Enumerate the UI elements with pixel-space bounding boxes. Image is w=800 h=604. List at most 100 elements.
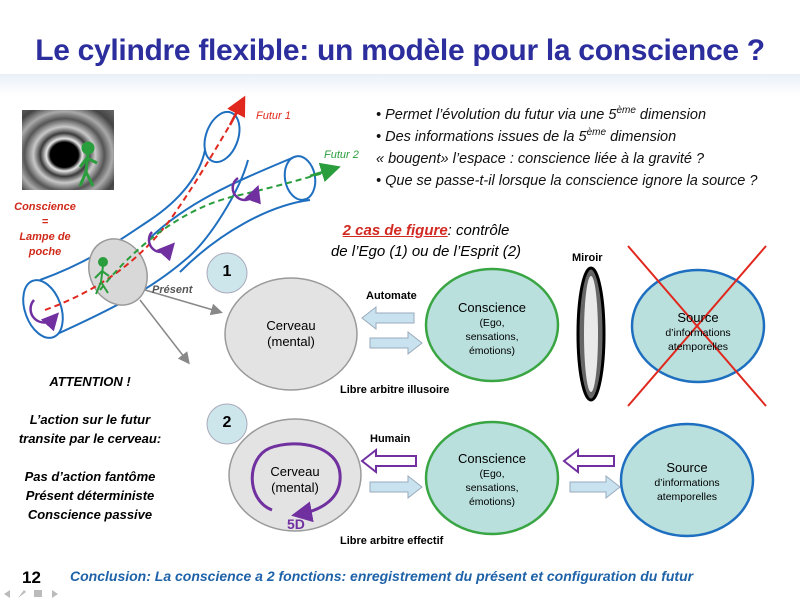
futur1-trajectory: [44, 107, 241, 311]
conclusion-text: Conclusion: La conscience a 2 fonctions:…: [70, 568, 694, 584]
futur2-label: Futur 2: [324, 149, 359, 161]
attention-line: L’action sur le futur: [29, 412, 151, 427]
conscience-title: Conscience: [458, 451, 526, 466]
slide-nav-icons[interactable]: [4, 590, 58, 598]
miroir-label: Miroir: [572, 252, 603, 264]
rotation-icon: [29, 299, 60, 332]
conscience-title: Conscience: [458, 300, 526, 315]
bullet-text: dimension: [635, 107, 707, 123]
cerveau-circle: [224, 277, 358, 391]
title-background: [0, 74, 800, 96]
page-number: 12: [22, 568, 41, 587]
futur2-trajectory: [99, 170, 331, 291]
arrow-right: [369, 330, 423, 356]
tunnel-photo: [22, 110, 114, 190]
conscience-lampe-label: Conscience = Lampe de poche: [4, 200, 86, 260]
cerveau-line: Cerveau: [270, 464, 320, 479]
bullet-text: dimension: [606, 129, 677, 145]
conscience-label: Conscience (Ego, sensations, émotions): [432, 300, 552, 358]
source-sub: d’informations: [654, 477, 720, 489]
libre-arbitre-label: Libre arbitre effectif: [340, 535, 444, 547]
cas-line2: de l’Ego (1) ou de l’Esprit (2): [330, 243, 522, 260]
cerveau-line: Cerveau: [266, 318, 316, 333]
source-arrow-left: [562, 447, 615, 475]
case-number: 2: [222, 414, 232, 431]
cas-highlight: 2 cas de figure: [342, 222, 448, 239]
walking-person-icon: [94, 257, 110, 295]
libre-arbitre-label: Libre arbitre illusoire: [340, 384, 450, 396]
cross-line: [627, 245, 767, 407]
conscience-sub: émotions): [468, 345, 516, 357]
source-label: Source d’informations atemporelles: [627, 460, 747, 504]
cas-de-figure-text: 2 cas de figure: contrôle de l’Ego (1) o…: [312, 220, 540, 262]
bullet-item: • Des informations issues de la 5ème dim…: [376, 126, 796, 148]
prev-slide-icon: [4, 590, 10, 598]
conscience-circle: [424, 267, 560, 383]
source-title: Source: [666, 460, 708, 475]
pen-icon: [18, 590, 26, 598]
conscience-sub: (Ego,: [479, 317, 505, 329]
label-line: =: [41, 216, 49, 228]
cerveau-line: (mental): [267, 334, 315, 349]
case-number-badge: [206, 403, 248, 445]
attention-line: transite par le cerveau:: [18, 431, 162, 446]
page-title: Le cylindre flexible: un modèle pour la …: [35, 34, 765, 67]
bullet-text: • Des informations issues de la 5: [376, 129, 587, 145]
bullet-text: • Permet l’évolution du futur via une 5: [376, 107, 617, 123]
conscience-label: Conscience (Ego, sensations, émotions): [432, 451, 552, 509]
source-sub: atemporelles: [656, 491, 718, 503]
attention-line: Pas d’action fantôme: [24, 469, 156, 484]
case-number-badge: [206, 252, 248, 294]
cerveau-label: Cerveau (mental): [231, 318, 351, 350]
miroir-reflection: [584, 276, 598, 392]
rotation-icon: [147, 231, 175, 262]
bullet-text: • Que se passe-t-il lorsque la conscienc…: [376, 173, 758, 189]
attention-heading: ATTENTION !: [49, 374, 131, 389]
bullet-item: • Que se passe-t-il lorsque la conscienc…: [376, 170, 796, 192]
cylinder-end-present: [22, 279, 64, 339]
source-sub: atemporelles: [667, 341, 729, 353]
cas-rest: : contrôle: [447, 222, 510, 239]
arrow-right: [369, 474, 423, 500]
conscience-sub: (Ego,: [479, 468, 505, 480]
rotation-icon: [231, 176, 261, 205]
case-number: 1: [222, 263, 232, 280]
bullet-superscript: ème: [616, 105, 636, 116]
bullet-item: • Permet l’évolution du futur via une 5è…: [376, 104, 796, 126]
attention-line: Conscience passive: [27, 507, 153, 522]
present-arrow-1: [144, 289, 223, 316]
next-slide-icon: [52, 590, 58, 598]
conscience-circle: [424, 420, 560, 536]
present-arrow-2: [139, 299, 190, 365]
cerveau-label: Cerveau (mental): [235, 464, 355, 496]
present-label: Présent: [152, 284, 193, 296]
source-sub: d’informations: [665, 327, 731, 339]
automate-label: Automate: [366, 290, 417, 302]
slides-icon: [34, 590, 42, 597]
walking-person-icon: [78, 141, 98, 187]
arrow-right: [569, 474, 621, 500]
futur1-label: Futur 1: [256, 110, 291, 122]
bullet-item: « bougent» l’espace : conscience liée à …: [376, 148, 796, 170]
automate-arrow-left: [361, 305, 415, 331]
futur2-arrow: [309, 162, 341, 182]
cerveau-line: (mental): [271, 480, 319, 495]
attention-line: Présent déterministe: [25, 488, 155, 503]
source-title: Source: [677, 310, 719, 325]
bullet-list: • Permet l’évolution du futur via une 5è…: [376, 104, 796, 192]
humain-arrow-left: [360, 447, 417, 475]
source-circle: [619, 422, 755, 538]
source-label: Source d’informations atemporelles: [638, 310, 758, 354]
label-line: Conscience: [14, 201, 76, 213]
conscience-sub: sensations,: [465, 482, 519, 494]
5d-loop-arrow: [250, 442, 342, 523]
conscience-sub: émotions): [468, 496, 516, 508]
futur1-arrow: [227, 95, 246, 126]
attention-block: ATTENTION ! L’action sur le futur transi…: [10, 372, 170, 524]
conscience-sub: sensations,: [465, 331, 519, 343]
humain-label: Humain: [370, 433, 411, 445]
bullet-text: « bougent» l’espace : conscience liée à …: [376, 151, 705, 167]
bullet-superscript: ème: [586, 127, 607, 138]
label-line: Lampe de poche: [19, 231, 71, 258]
